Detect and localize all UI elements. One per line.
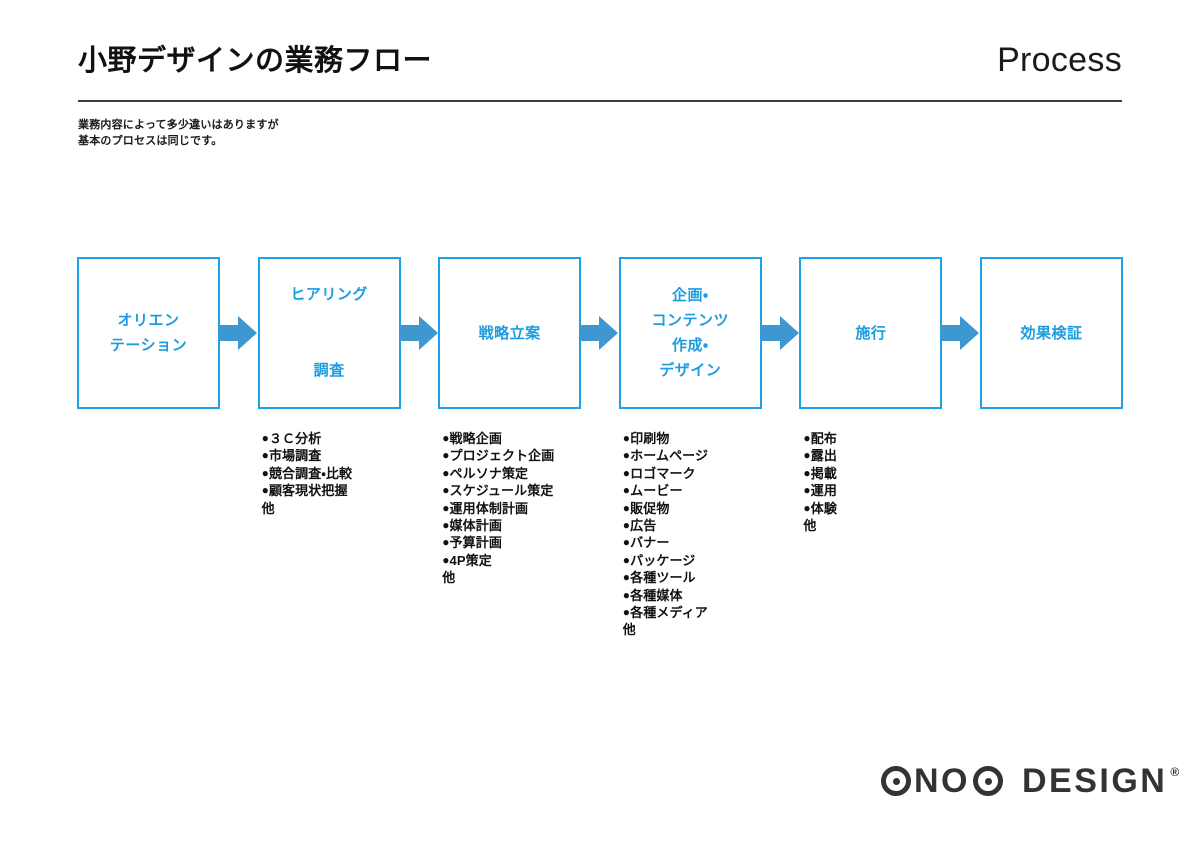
list-item: ムービー (623, 482, 708, 499)
logo-o-dot-icon-right (973, 766, 1003, 796)
list-item: スケジュール策定 (442, 482, 554, 499)
list-item: 競合調査・比較 (262, 465, 352, 482)
registered-trademark-icon: ® (1170, 765, 1183, 779)
list-item: 顧客現状把握 (262, 482, 352, 499)
process-step-strategy[interactable]: 戦略立案 (438, 257, 582, 409)
process-step-label: オリエン テーション (109, 312, 188, 354)
detail-item-list: 印刷物ホームページロゴマークムービー販促物広告バナーパッケージ各種ツール各種媒体… (623, 430, 708, 639)
process-step-verification[interactable]: 効果検証 (980, 257, 1123, 409)
logo-text-design: DESIGN (1022, 762, 1168, 800)
list-item: 戦略企画 (442, 430, 554, 447)
list-item: ペルソナ策定 (442, 465, 554, 482)
header-divider (78, 100, 1122, 102)
slide-subtitle: 業務内容によって多少違いはありますが 基本のプロセスは同じです。 (78, 117, 279, 149)
list-item: 体験 (803, 500, 837, 517)
company-logo: NO DESIGN ® (878, 764, 1182, 804)
list-item: 予算計画 (442, 534, 554, 551)
list-item: ３Ｃ分析 (262, 430, 352, 447)
section-eyebrow: Process (997, 41, 1122, 79)
list-item: 各種媒体 (623, 587, 708, 604)
slide-header: 小野デザインの業務フロー Process (78, 41, 1122, 102)
process-step-label: 効果検証 (1020, 324, 1083, 342)
list-item: バナー (623, 534, 708, 551)
process-step-label: 企画・ コンテンツ 作成・ デザイン (651, 287, 730, 379)
strategy-details: 戦略企画プロジェクト企画ペルソナ策定スケジュール策定運用体制計画媒体計画予算計画… (442, 430, 554, 587)
list-item: ロゴマーク (623, 465, 708, 482)
list-item: 4P策定 (442, 552, 554, 569)
list-item: 各種メディア (623, 604, 708, 621)
planning-details: 印刷物ホームページロゴマークムービー販促物広告バナーパッケージ各種ツール各種媒体… (623, 430, 708, 639)
list-item: 各種ツール (623, 569, 708, 586)
right-block-arrow-icon (398, 314, 438, 352)
list-item: 掲載 (803, 465, 837, 482)
list-item-more: 他 (622, 622, 636, 638)
list-item: 販促物 (623, 500, 708, 517)
list-item-more: 他 (442, 570, 456, 586)
detail-item-list: 戦略企画プロジェクト企画ペルソナ策定スケジュール策定運用体制計画媒体計画予算計画… (442, 430, 554, 587)
subtitle-line-1: 業務内容によって多少違いはありますが (78, 119, 279, 131)
process-step-label: ヒアリング 調査 (290, 286, 368, 379)
process-detail-lists: ３Ｃ分析市場調査競合調査・比較顧客現状把握他戦略企画プロジェクト企画ペルソナ策定… (77, 430, 1123, 670)
process-step-execution[interactable]: 施行 (799, 257, 943, 409)
logo-text-no: NO (914, 762, 970, 800)
list-item-more: 他 (803, 518, 817, 534)
right-block-arrow-icon (579, 314, 619, 352)
list-item: ホームページ (623, 447, 708, 464)
execution-details: 配布露出掲載運用体験他 (803, 430, 837, 534)
process-step-planning[interactable]: 企画・ コンテンツ 作成・ デザイン (618, 257, 762, 409)
page-title: 小野デザインの業務フロー (78, 45, 433, 77)
process-step-hearing[interactable]: ヒアリング 調査 (257, 257, 401, 409)
process-step-label: 戦略立案 (478, 324, 541, 342)
detail-item-list: ３Ｃ分析市場調査競合調査・比較顧客現状把握他 (262, 430, 352, 517)
list-item: プロジェクト企画 (442, 447, 555, 464)
detail-item-list: 配布露出掲載運用体験他 (803, 430, 837, 534)
list-item-more: 他 (261, 500, 275, 516)
list-item: 印刷物 (623, 430, 708, 447)
process-step-label: 施行 (855, 324, 887, 342)
list-item: 市場調査 (262, 447, 352, 464)
right-block-arrow-icon (940, 314, 980, 352)
list-item: パッケージ (623, 552, 708, 569)
list-item: 配布 (803, 430, 837, 447)
logo-o-dot-icon-left (881, 766, 911, 796)
right-block-arrow-icon (218, 314, 257, 352)
list-item: 露出 (803, 447, 837, 464)
list-item: 媒体計画 (442, 517, 554, 534)
process-step-orientation[interactable]: オリエン テーション (77, 257, 220, 409)
list-item: 運用 (803, 482, 837, 499)
right-block-arrow-icon (759, 314, 799, 352)
list-item: 運用体制計画 (442, 500, 554, 517)
logo-wordmark: NO DESIGN ® (878, 764, 1182, 798)
subtitle-line-2: 基本のプロセスは同じです。 (78, 135, 223, 147)
list-item: 広告 (623, 517, 708, 534)
process-flow-diagram: オリエン テーション ヒアリング 調査 戦略立案 企画・ コンテンツ 作成・ デザイン… (77, 257, 1123, 409)
hearing-details: ３Ｃ分析市場調査競合調査・比較顧客現状把握他 (262, 430, 352, 517)
